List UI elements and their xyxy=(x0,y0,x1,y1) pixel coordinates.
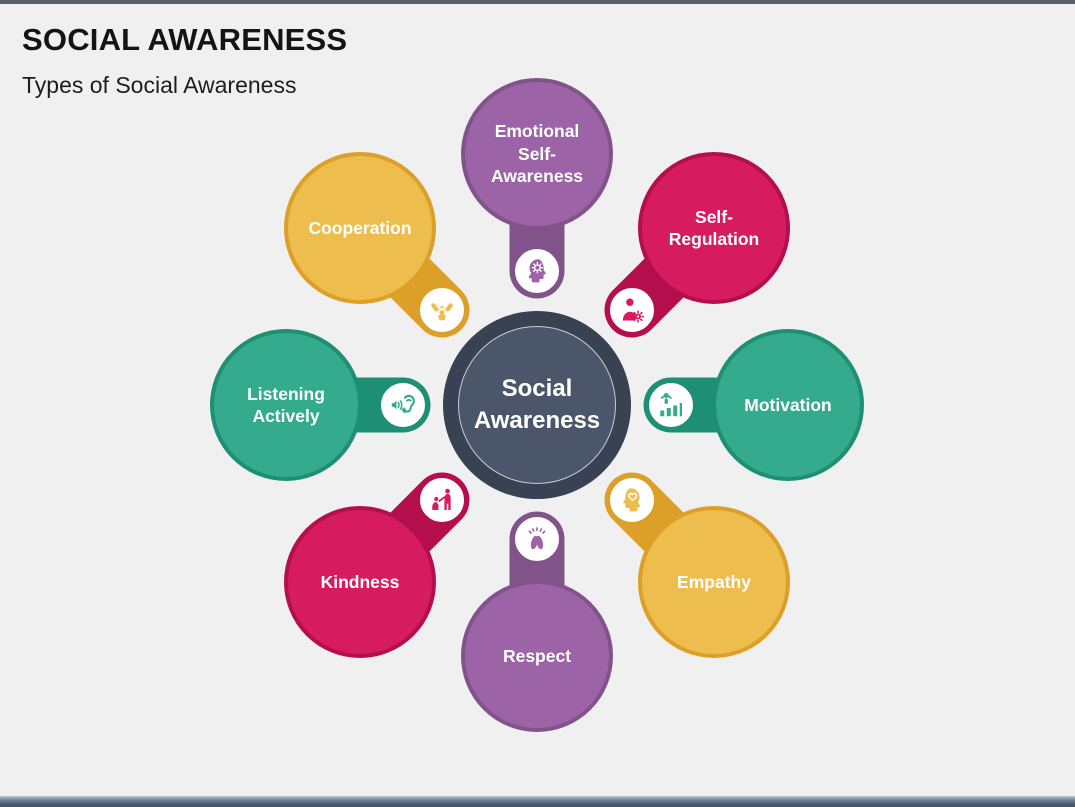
icon-circle xyxy=(645,379,697,431)
center-inner-circle: Social Awareness xyxy=(458,326,616,484)
node-label: Emotional Self-Awareness xyxy=(490,121,584,187)
node-circle: Empathy xyxy=(638,506,790,658)
node-label: Respect xyxy=(502,645,572,666)
achievement-icon xyxy=(660,393,682,417)
node-label: Empathy xyxy=(677,571,751,592)
mind-gear-icon xyxy=(528,259,546,283)
node-label: Motivation xyxy=(744,394,832,415)
page-subtitle: Types of Social Awareness xyxy=(22,72,297,98)
icon-circle xyxy=(606,284,658,336)
helping-hand-icon xyxy=(432,488,451,510)
icon-circle xyxy=(511,513,563,565)
icon-circle xyxy=(511,245,563,297)
node-circle: Kindness xyxy=(284,506,436,658)
node-circle: Listening Actively xyxy=(210,329,362,481)
ear-listening-icon xyxy=(391,394,415,414)
node-label: Kindness xyxy=(320,571,400,592)
node-label: Self-Regulation xyxy=(668,206,760,249)
title-block: SOCIAL AWARENESS Types of Social Awarene… xyxy=(22,22,347,99)
head-heart-icon xyxy=(623,488,641,512)
person-gear-icon xyxy=(622,298,645,323)
node-circle: Cooperation xyxy=(284,152,436,304)
center-circle: Social Awareness xyxy=(443,311,631,499)
bottom-border-bar xyxy=(0,796,1075,807)
center-label: Social Awareness xyxy=(473,374,601,434)
top-border-bar xyxy=(0,0,1075,4)
node-circle: Emotional Self-Awareness xyxy=(461,78,613,230)
node-circle: Respect xyxy=(461,580,613,732)
icon-circle xyxy=(606,474,658,526)
icon-circle xyxy=(416,284,468,336)
icon-circle xyxy=(416,474,468,526)
page-title: SOCIAL AWARENESS xyxy=(22,22,348,57)
node-label: Cooperation xyxy=(308,217,412,238)
icon-circle xyxy=(377,379,429,431)
praise-hands-icon xyxy=(528,527,546,550)
node-label: Listening Actively xyxy=(247,383,325,426)
node-circle: Motivation xyxy=(712,329,864,481)
handshake-icon xyxy=(431,303,453,321)
node-circle: Self-Regulation xyxy=(638,152,790,304)
